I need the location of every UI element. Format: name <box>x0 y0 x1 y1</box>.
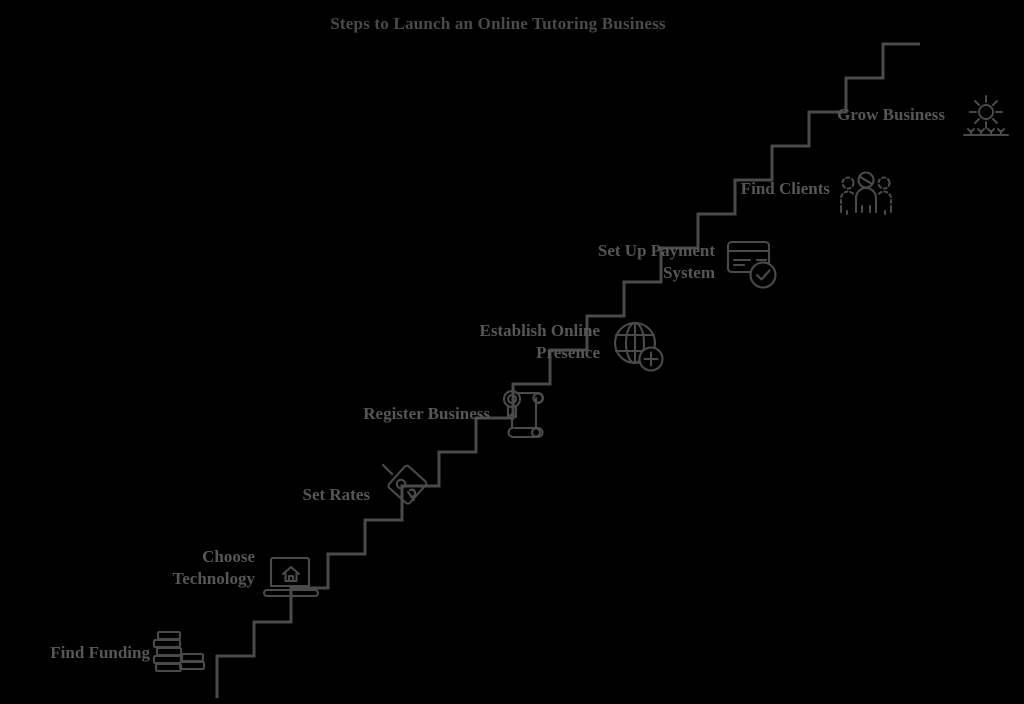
laptop-home-icon <box>263 552 321 604</box>
price-tag-icon <box>378 462 434 522</box>
step-4-label: Register Business <box>363 404 490 423</box>
step-3-label: Set Rates <box>302 485 370 504</box>
step-1-label: Find Funding <box>50 643 150 662</box>
step-6-label: Set Up Payment System <box>597 241 715 283</box>
step-5-label: Establish Online Presence <box>479 321 600 363</box>
step-7-label: Find Clients <box>740 179 830 198</box>
group-people-icon <box>838 166 894 220</box>
certificate-scroll-icon <box>498 384 552 442</box>
step-8-label: Grow Business <box>837 105 945 124</box>
step-2-label: Choose Technology <box>172 547 255 589</box>
page-title: Steps to Launch an Online Tutoring Busin… <box>330 14 666 33</box>
staircase-polyline <box>215 42 920 698</box>
globe-plus-icon <box>610 318 670 378</box>
coin-stacks-icon <box>152 628 206 684</box>
credit-card-check-icon <box>723 234 783 294</box>
sun-sprouts-icon <box>960 92 1012 142</box>
